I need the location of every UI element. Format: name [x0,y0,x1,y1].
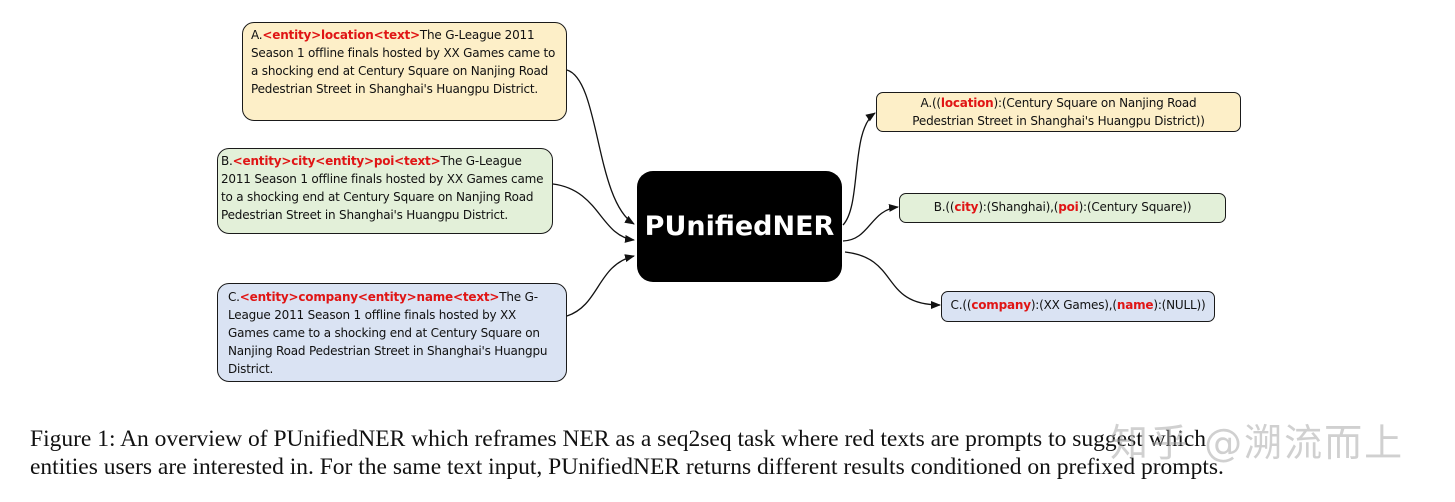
output-c-rest: ):(NULL)) [1153,298,1206,312]
output-b-open: B.(( [933,200,955,214]
output-box-c: C.((company):(XX Games),(name):(NULL)) [941,291,1215,322]
output-a-tag-location: location [940,96,994,110]
input-box-a: A.<entity>location<text>The G-League 201… [242,22,567,121]
output-c-open: C.(( [950,298,972,312]
input-a-prompt: <entity>location<text> [262,28,420,42]
input-b-prompt: <entity>city<entity>poi<text> [232,154,441,168]
input-c-prefix: C. [228,290,240,304]
input-box-c: C.<entity>company<entity>name<text>The G… [217,283,567,382]
output-b-mid: ):(Shanghai),( [978,200,1059,214]
caption-line-2: entities users are interested in. For th… [30,454,1224,480]
output-box-a: A.((location):(Century Square on Nanjing… [876,92,1241,132]
input-c-text: The G-League 2011 Season 1 offline final… [228,290,548,376]
input-a-prefix: A. [251,28,263,42]
model-box: PUnifiedNER [637,171,842,282]
output-box-b: B.((city):(Shanghai),(poi):(Century Squa… [899,193,1226,223]
output-a-open: A.(( [920,96,942,110]
arrow-model-to-output-c [844,251,941,309]
output-b-tag-poi: poi [1058,200,1079,214]
output-a-rest: ):(Century Square on Nanjing Road Pedest… [912,96,1205,128]
output-c-tag-name: name [1116,298,1154,312]
output-b-tag-city: city [954,200,979,214]
arrow-model-to-output-a [842,112,876,226]
input-b-prefix: B. [221,154,233,168]
input-b-text: The G-League 2011 Season 1 offline final… [221,154,544,222]
arrow-input-b-to-model [552,183,635,243]
output-b-rest: ):(Century Square)) [1078,200,1192,214]
model-name: PUnifiedNER [644,211,835,242]
watermark: 知乎 @溯流而上 [1110,421,1405,465]
caption-line-1: Figure 1: An overview of PUnifiedNER whi… [30,426,1207,452]
figure-caption: Figure 1: An overview of PUnifiedNER whi… [30,425,1435,481]
output-c-tag-company: company [971,298,1031,312]
arrow-input-a-to-model [566,69,635,225]
arrow-model-to-output-b [842,203,899,242]
output-c-mid: ):(XX Games),( [1030,298,1117,312]
input-c-prompt: <entity>company<entity>name<text> [239,290,500,304]
arrow-input-c-to-model [566,254,635,317]
input-a-text: The G-League 2011 Season 1 offline final… [251,28,556,96]
input-box-b: B.<entity>city<entity>poi<text>The G-Lea… [217,148,553,234]
